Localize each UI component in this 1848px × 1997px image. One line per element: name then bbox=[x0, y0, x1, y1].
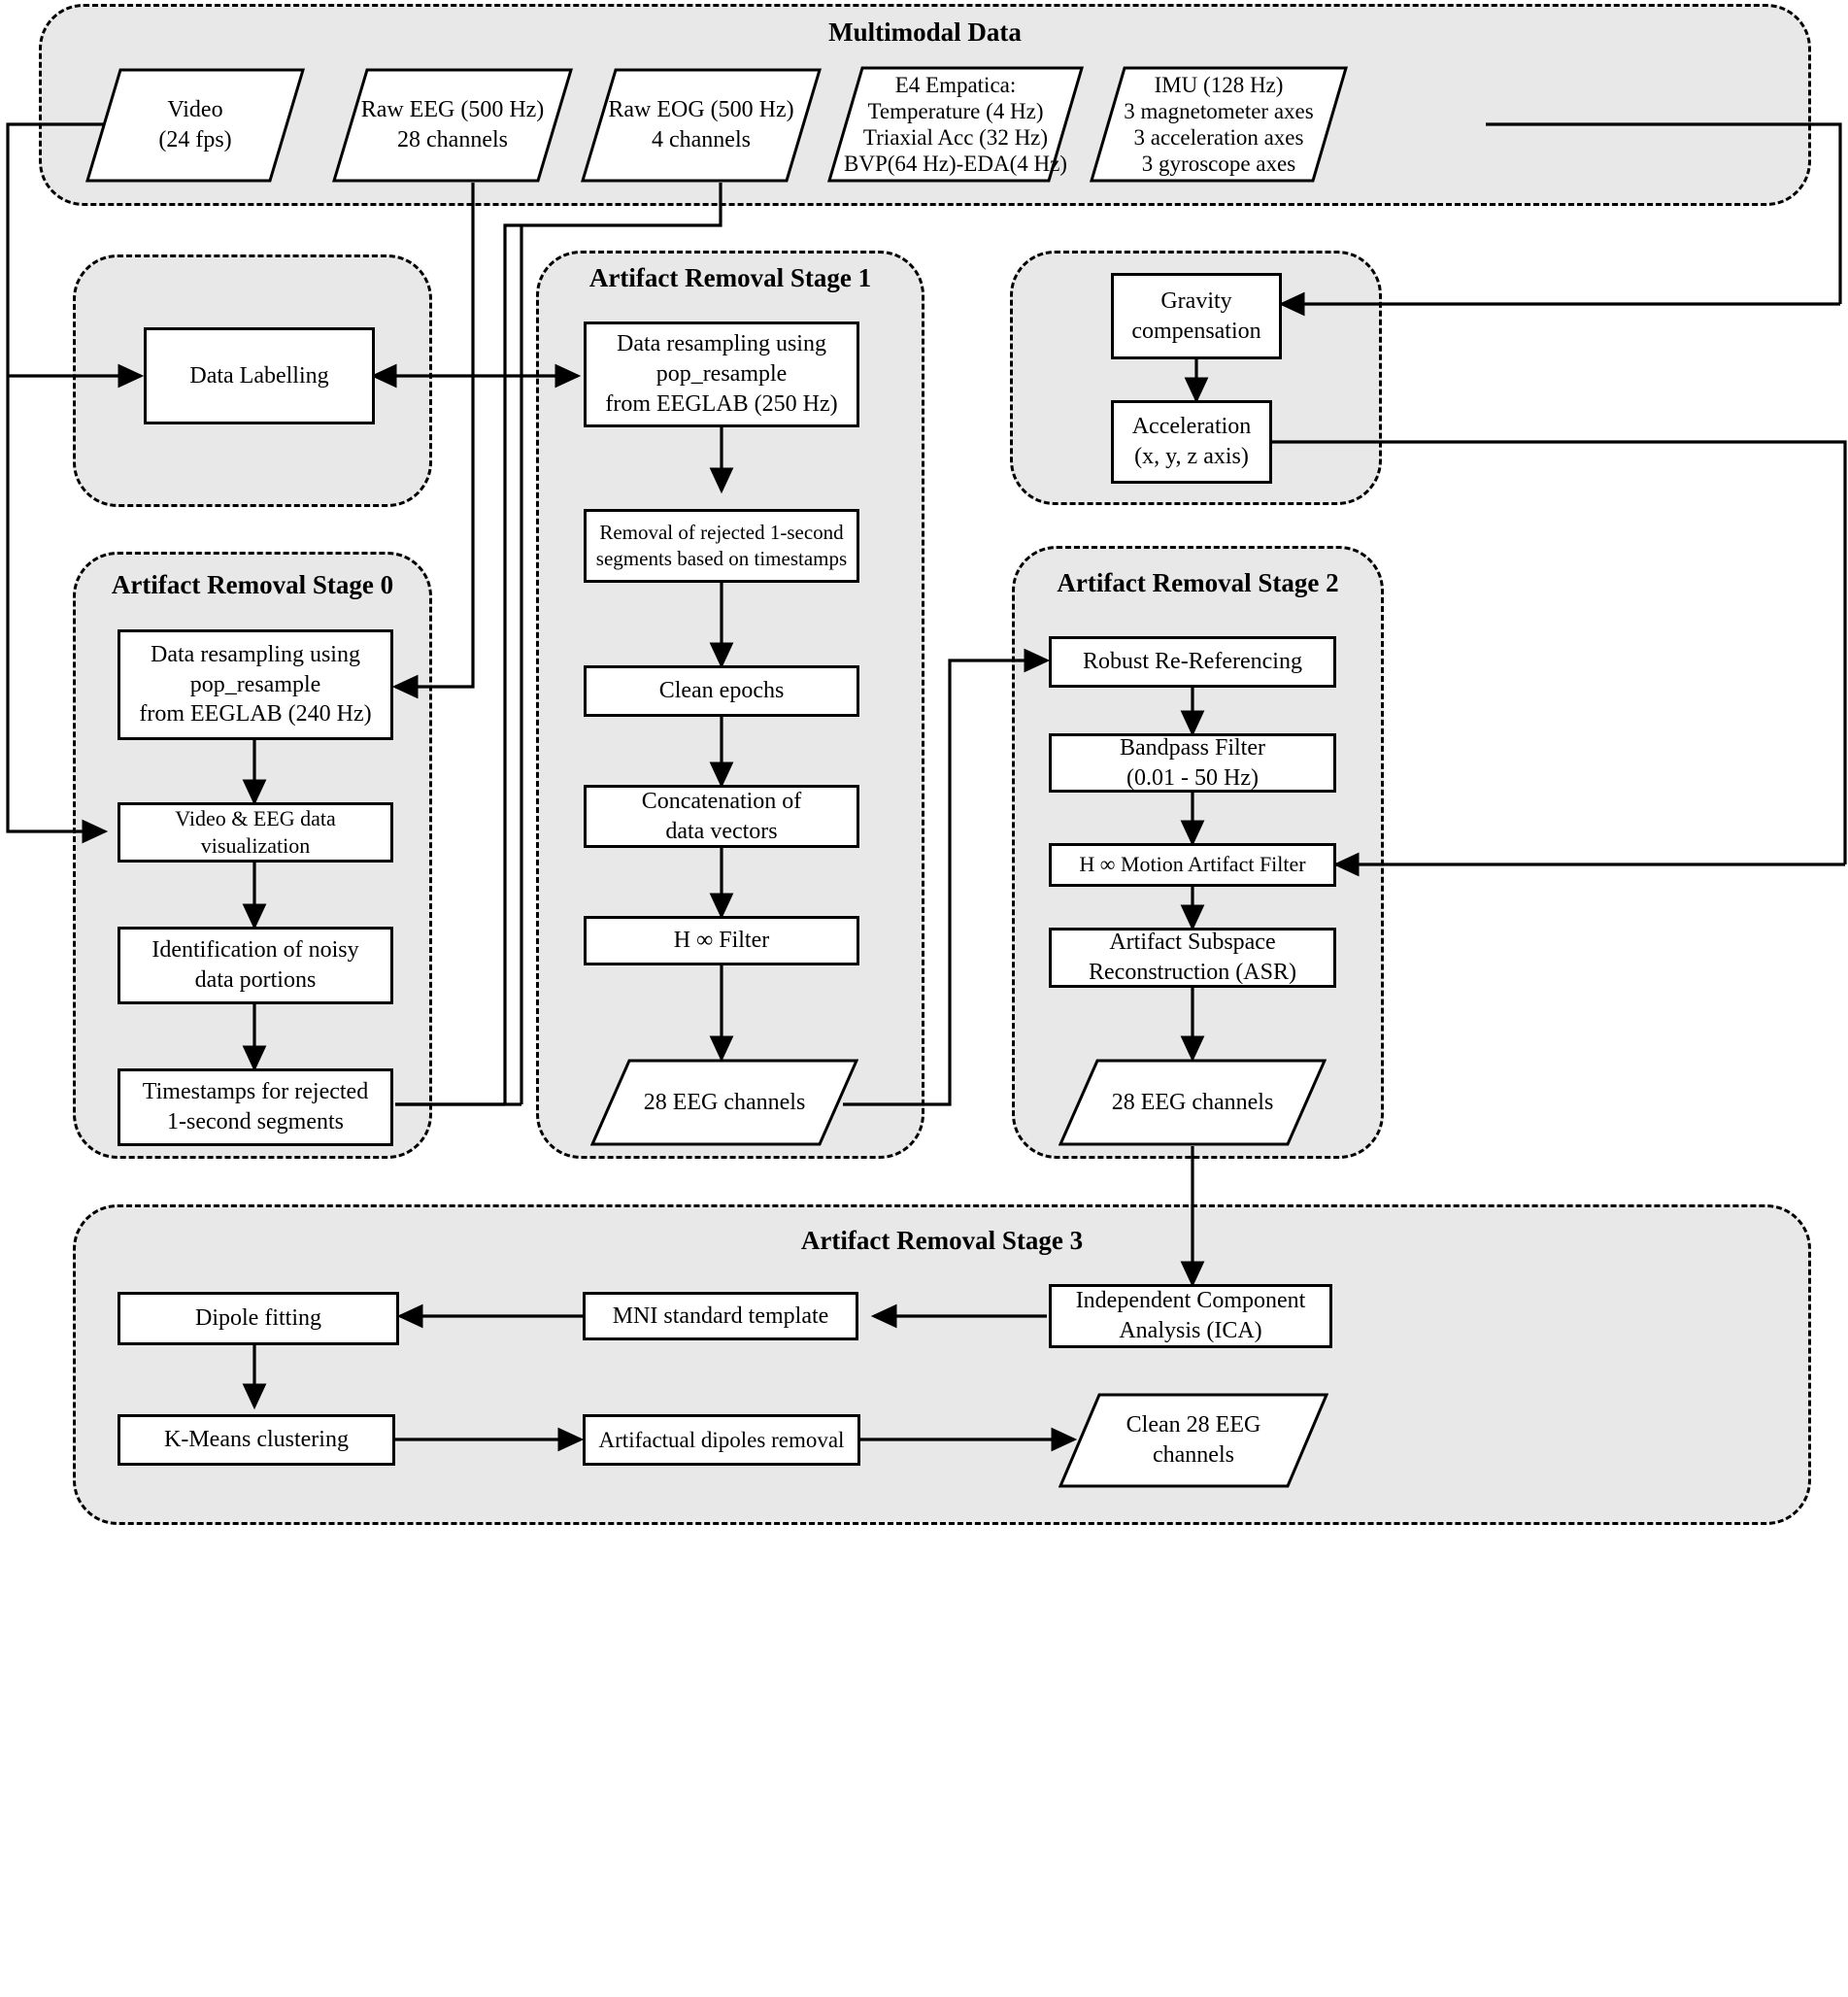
data-28-eeg-channels-stage1-label: 28 EEG channels bbox=[643, 1089, 806, 1115]
process-data-labelling: Data Labelling bbox=[144, 327, 375, 424]
process-kmeans-clustering-label: K-Means clustering bbox=[164, 1427, 349, 1453]
process-concatenation: Concatenation of data vectors bbox=[584, 785, 859, 848]
parallelogram-shape bbox=[1090, 66, 1348, 183]
data-source-e4-empatica: E4 Empatica: Temperature (4 Hz) Triaxial… bbox=[827, 66, 1084, 183]
process-artifactual-dipoles-removal: Artifactual dipoles removal bbox=[583, 1414, 860, 1466]
parallelogram-shape bbox=[827, 66, 1084, 183]
data-source-imu: IMU (128 Hz) 3 magnetometer axes 3 accel… bbox=[1090, 66, 1348, 183]
group-title-stage0: Artifact Removal Stage 0 bbox=[111, 570, 394, 599]
parallelogram-shape bbox=[1058, 1059, 1327, 1146]
process-gravity-compensation: Gravity compensation bbox=[1111, 273, 1282, 359]
data-source-raw-eog-label: Raw EOG (500 Hz) 4 channels bbox=[608, 97, 794, 152]
process-robust-rereferencing-label: Robust Re-Referencing bbox=[1083, 649, 1302, 675]
parallelogram-shape bbox=[581, 68, 822, 183]
process-resample-240-label: Data resampling using pop_resample from … bbox=[139, 641, 372, 728]
process-resample-250-label: Data resampling using pop_resample from … bbox=[605, 331, 838, 417]
data-source-video-label: Video (24 fps) bbox=[158, 97, 232, 152]
data-clean-28-eeg-channels-label: Clean 28 EEG channels bbox=[1126, 1412, 1261, 1468]
process-ica: Independent Component Analysis (ICA) bbox=[1049, 1284, 1332, 1348]
process-acceleration-axes-label: Acceleration (x, y, z axis) bbox=[1131, 414, 1252, 469]
data-28-eeg-channels-stage2-label: 28 EEG channels bbox=[1111, 1089, 1274, 1115]
data-source-imu-label: IMU (128 Hz) 3 magnetometer axes 3 accel… bbox=[1124, 72, 1314, 177]
process-h-inf-motion-artifact-filter: H ∞ Motion Artifact Filter bbox=[1049, 843, 1336, 887]
data-source-raw-eeg: Raw EEG (500 Hz) 28 channels bbox=[332, 68, 573, 183]
process-h-inf-filter-label: H ∞ Filter bbox=[673, 928, 770, 954]
process-ica-label: Independent Component Analysis (ICA) bbox=[1075, 1288, 1306, 1343]
process-data-labelling-label: Data Labelling bbox=[189, 362, 329, 389]
group-title-stage3: Artifact Removal Stage 3 bbox=[800, 1226, 1084, 1255]
group-stage3 bbox=[73, 1204, 1811, 1525]
group-title-multimodal-data: Multimodal Data bbox=[828, 17, 1022, 47]
process-dipole-fitting-label: Dipole fitting bbox=[195, 1305, 321, 1332]
process-bandpass-filter-label: Bandpass Filter (0.01 - 50 Hz) bbox=[1120, 734, 1265, 791]
data-source-raw-eog: Raw EOG (500 Hz) 4 channels bbox=[581, 68, 822, 183]
process-robust-rereferencing: Robust Re-Referencing bbox=[1049, 636, 1336, 688]
process-clean-epochs: Clean epochs bbox=[584, 665, 859, 717]
process-asr-label: Artifact Subspace Reconstruction (ASR) bbox=[1089, 930, 1296, 985]
process-gravity-compensation-label: Gravity compensation bbox=[1131, 288, 1261, 344]
process-timestamps-rejected: Timestamps for rejected 1-second segment… bbox=[118, 1068, 393, 1146]
process-removal-rejected-segments: Removal of rejected 1-second segments ba… bbox=[584, 509, 859, 583]
process-mni-template-label: MNI standard template bbox=[612, 1303, 829, 1329]
data-28-eeg-channels-stage1: 28 EEG channels bbox=[590, 1059, 858, 1146]
group-title-stage2: Artifact Removal Stage 2 bbox=[1057, 568, 1339, 597]
process-timestamps-rejected-label: Timestamps for rejected 1-second segment… bbox=[142, 1079, 369, 1134]
process-h-inf-motion-artifact-filter-label: H ∞ Motion Artifact Filter bbox=[1079, 852, 1306, 877]
process-resample-240: Data resampling using pop_resample from … bbox=[118, 629, 393, 740]
process-video-eeg-visualization: Video & EEG data visualization bbox=[118, 802, 393, 863]
process-acceleration-axes: Acceleration (x, y, z axis) bbox=[1111, 400, 1272, 484]
process-identify-noisy-label: Identification of noisy data portions bbox=[151, 937, 359, 993]
data-clean-28-eeg-channels: Clean 28 EEG channels bbox=[1058, 1393, 1328, 1488]
data-source-video: Video (24 fps) bbox=[85, 68, 305, 183]
process-dipole-fitting: Dipole fitting bbox=[118, 1292, 399, 1345]
process-video-eeg-visualization-label: Video & EEG data visualization bbox=[175, 805, 336, 858]
process-bandpass-filter: Bandpass Filter (0.01 - 50 Hz) bbox=[1049, 733, 1336, 793]
process-artifactual-dipoles-removal-label: Artifactual dipoles removal bbox=[598, 1427, 845, 1452]
process-clean-epochs-label: Clean epochs bbox=[658, 678, 785, 704]
parallelogram-shape bbox=[332, 68, 573, 183]
group-title-stage1: Artifact Removal Stage 1 bbox=[588, 263, 872, 292]
data-28-eeg-channels-stage2: 28 EEG channels bbox=[1058, 1059, 1327, 1146]
process-removal-rejected-segments-label: Removal of rejected 1-second segments ba… bbox=[595, 521, 848, 570]
process-kmeans-clustering: K-Means clustering bbox=[118, 1414, 395, 1466]
process-resample-250: Data resampling using pop_resample from … bbox=[584, 322, 859, 427]
data-source-e4-empatica-label: E4 Empatica: Temperature (4 Hz) Triaxial… bbox=[844, 72, 1067, 177]
process-mni-template: MNI standard template bbox=[583, 1292, 858, 1340]
process-asr: Artifact Subspace Reconstruction (ASR) bbox=[1049, 928, 1336, 988]
process-identify-noisy: Identification of noisy data portions bbox=[118, 927, 393, 1004]
parallelogram-shape bbox=[1058, 1393, 1328, 1488]
process-concatenation-label: Concatenation of data vectors bbox=[641, 788, 802, 844]
process-h-inf-filter: H ∞ Filter bbox=[584, 916, 859, 965]
data-source-raw-eeg-label: Raw EEG (500 Hz) 28 channels bbox=[360, 97, 545, 152]
